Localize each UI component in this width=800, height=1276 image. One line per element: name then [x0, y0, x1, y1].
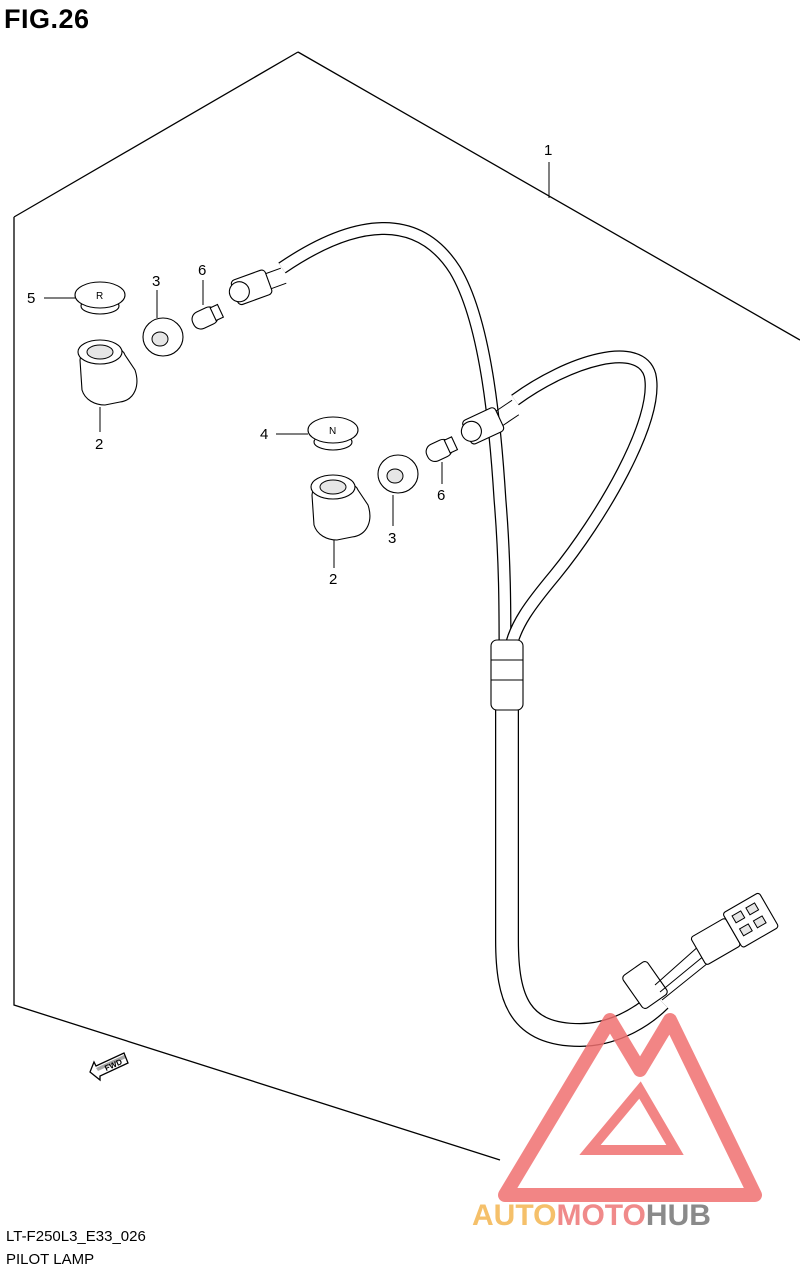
- diagram-frame: [13, 51, 800, 1161]
- watermark-word-a: AUTO: [472, 1199, 556, 1232]
- watermark-logo-icon: [498, 1013, 762, 1202]
- harness-connector: [690, 892, 779, 965]
- watermark-wordmark: AUTOMOTOHUB: [472, 1199, 711, 1232]
- fwd-arrow-label: FWD: [103, 1057, 124, 1073]
- harness-plug-left: [228, 267, 287, 306]
- harness-plug-right: [460, 399, 520, 445]
- grommet-right: [377, 454, 419, 494]
- callout-lens-left: 5: [27, 290, 35, 307]
- lens-mark-right: N: [329, 426, 336, 437]
- callout-grommet-right: 3: [388, 530, 396, 547]
- callout-harness: 1: [544, 142, 552, 159]
- socket-right: [310, 474, 371, 541]
- watermark-word-c: HUB: [646, 1199, 711, 1232]
- wire-harness: [228, 222, 779, 1048]
- lens-right: N: [307, 416, 359, 451]
- harness-sleeve: [490, 639, 524, 711]
- diagram-code: LT-F250L3_E33_026: [6, 1228, 146, 1245]
- bulb-left: [191, 303, 225, 330]
- socket-left: [77, 339, 138, 406]
- bulb-right: [425, 436, 459, 462]
- lens-mark-left: R: [96, 291, 103, 302]
- callout-lens-right: 4: [260, 426, 268, 443]
- callout-bulb-right: 6: [437, 487, 445, 504]
- grommet-left: [142, 317, 184, 357]
- callout-socket-right: 2: [329, 571, 337, 588]
- callout-bulb-left: 6: [198, 262, 206, 279]
- figure-title: FIG.26: [4, 4, 90, 34]
- callout-grommet-left: 3: [152, 273, 160, 290]
- lens-left: R: [74, 281, 126, 315]
- diagram-caption: PILOT LAMP: [6, 1251, 95, 1268]
- fwd-arrow-icon: FWD: [89, 1052, 129, 1082]
- watermark-word-b: MOTO: [556, 1199, 645, 1232]
- callout-socket-left: 2: [95, 436, 103, 453]
